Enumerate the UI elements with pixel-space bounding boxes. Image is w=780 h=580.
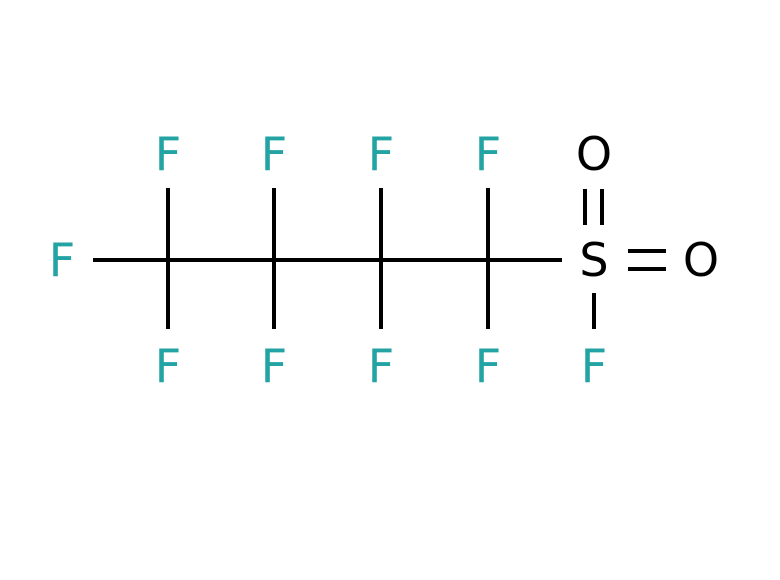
atom-c2-f-bottom: F <box>261 339 287 393</box>
atom-s-center: S <box>579 233 608 287</box>
atom-c3-f-top: F <box>368 127 394 181</box>
atom-c4-f-top: F <box>475 127 501 181</box>
atom-c4-f-bottom: F <box>475 339 501 393</box>
atom-c1-f-bottom: F <box>155 339 181 393</box>
atom-o-right: O <box>683 233 719 287</box>
atom-c1-f-top: F <box>155 127 181 181</box>
atom-o-top: O <box>576 127 612 181</box>
atom-c3-f-bottom: F <box>368 339 394 393</box>
atom-c2-f-top: F <box>261 127 287 181</box>
atom-f-sulfonyl: F <box>581 339 607 393</box>
atom-f-terminal: F <box>49 233 75 287</box>
